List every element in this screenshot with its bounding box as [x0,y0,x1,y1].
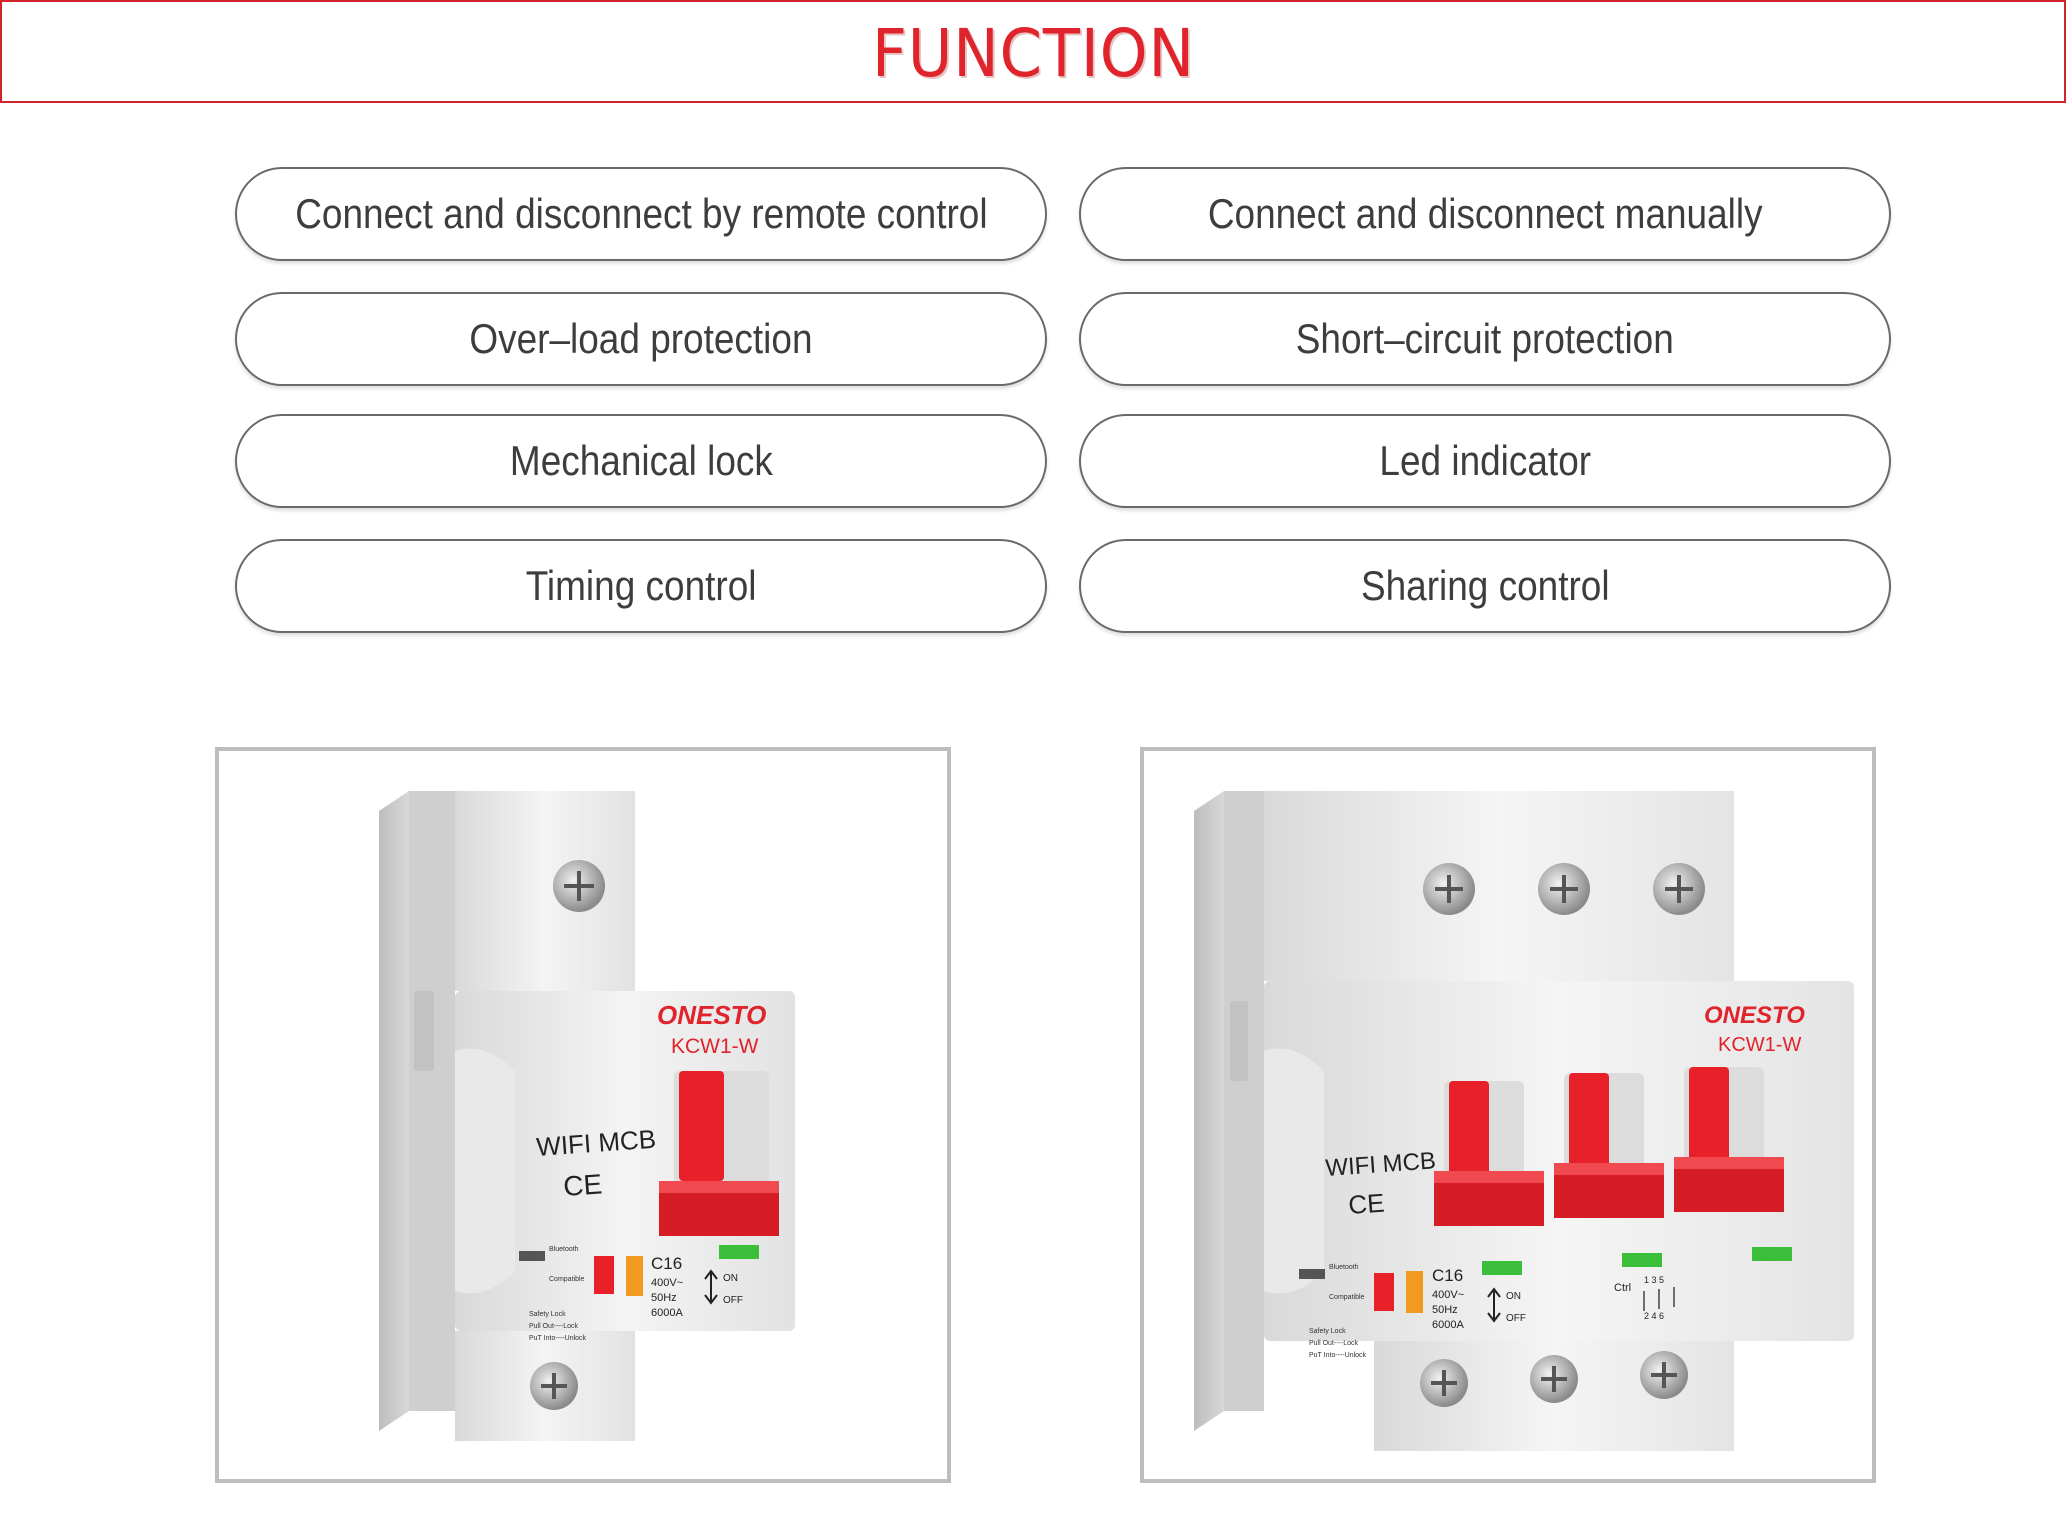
page-title: FUNCTION [871,15,1195,92]
mechanical-lock-tab [626,1256,643,1296]
feature-label: Mechanical lock [509,437,773,484]
breaking-capacity-label: 6000A [1432,1319,1464,1331]
product-photo-3p: ONESTO KCW1-W WIFI MCB CE Bluetooth Comp… [1140,747,1876,1483]
feature-label: Timing control [525,562,757,609]
lock-text-1: Safety Lock [529,1311,566,1318]
feature-pill-overload: Over–load protection [235,292,1047,386]
led-indicator [1622,1253,1662,1267]
lock-text-2: Pull Out----Lock [1309,1340,1359,1347]
breaker-handle [1434,1081,1544,1226]
compatible-label: Compatible [1329,1294,1365,1301]
breaker-illustration-triple: ONESTO KCW1-W WIFI MCB CE Bluetooth Comp… [1194,791,1854,1451]
bluetooth-label: Bluetooth [549,1246,579,1253]
brand-logo: ONESTO [657,1000,766,1030]
ce-mark: CE [562,1168,603,1202]
brand-logo: ONESTO [1704,1002,1805,1029]
feature-pill-remote-control: Connect and disconnect by remote control [235,167,1047,261]
lock-text-3: PuT Into----Unlock [529,1335,587,1342]
feature-label: Short–circuit protection [1295,315,1674,362]
terminal-top-label: 1 3 5 [1644,1275,1664,1285]
terminal-screw-icon [1420,1359,1468,1407]
ce-mark: CE [1347,1188,1385,1220]
feature-pill-short-circuit: Short–circuit protection [1079,292,1891,386]
ctrl-label: Ctrl [1614,1282,1631,1294]
model-label: KCW1-W [1718,1034,1801,1056]
header-banner: FUNCTION [0,0,2066,103]
voltage-label: 400V~ [651,1277,683,1289]
rating-label: C16 [1432,1266,1463,1285]
bluetooth-label: Bluetooth [1329,1264,1359,1271]
feature-pill-manual-control: Connect and disconnect manually [1079,167,1891,261]
feature-label: Connect and disconnect manually [1207,190,1763,237]
voltage-label: 400V~ [1432,1289,1464,1301]
on-off-arrow-icon [704,1269,718,1305]
terminal-screw-icon [1423,863,1475,915]
lock-text-1: Safety Lock [1309,1328,1346,1335]
terminal-screw-icon [1653,863,1705,915]
breaker-handle [1554,1073,1664,1218]
on-label: ON [1506,1291,1521,1302]
breaker-illustration-single: ONESTO KCW1-W WIFI MCB CE Bluetooth Comp… [379,791,795,1441]
led-indicator [1752,1247,1792,1261]
safety-lock-slot [519,1251,545,1261]
on-off-arrow-icon [1487,1287,1501,1323]
led-indicator [1482,1261,1522,1275]
off-label: OFF [1506,1313,1526,1324]
frequency-label: 50Hz [1432,1304,1458,1316]
on-label: ON [723,1273,738,1284]
product-photo-1p: ONESTO KCW1-W WIFI MCB CE Bluetooth Comp… [215,747,951,1483]
terminal-screw-icon [1530,1355,1578,1403]
safety-lock-slot [1299,1269,1325,1279]
breaker-handle [679,1071,724,1181]
frequency-label: 50Hz [651,1292,677,1304]
terminal-screw-icon [1640,1351,1688,1399]
feature-label: Connect and disconnect by remote control [294,190,988,237]
bluetooth-switch [594,1256,614,1294]
wiring-diagram-icon [1643,1287,1675,1311]
off-label: OFF [723,1295,743,1306]
terminal-screw-icon [530,1362,578,1410]
bluetooth-switch [1374,1273,1394,1311]
model-label: KCW1-W [671,1035,759,1058]
feature-label: Led indicator [1379,437,1591,484]
lock-text-2: Pull Out----Lock [529,1323,579,1330]
terminal-bottom-label: 2 4 6 [1644,1311,1664,1321]
rating-label: C16 [651,1254,682,1273]
feature-pill-mechanical-lock: Mechanical lock [235,414,1047,508]
feature-label: Sharing control [1360,562,1610,609]
terminal-screw-icon [553,860,605,912]
feature-pill-timing-control: Timing control [235,539,1047,633]
breaker-handle [1674,1067,1784,1212]
compatible-label: Compatible [549,1276,585,1283]
led-indicator [719,1245,759,1259]
feature-pill-led-indicator: Led indicator [1079,414,1891,508]
terminal-screw-icon [1538,863,1590,915]
feature-label: Over–load protection [469,315,813,362]
feature-pill-sharing-control: Sharing control [1079,539,1891,633]
mechanical-lock-tab [1406,1271,1423,1313]
breaking-capacity-label: 6000A [651,1307,683,1319]
lock-text-3: PuT Into----Unlock [1309,1352,1367,1359]
